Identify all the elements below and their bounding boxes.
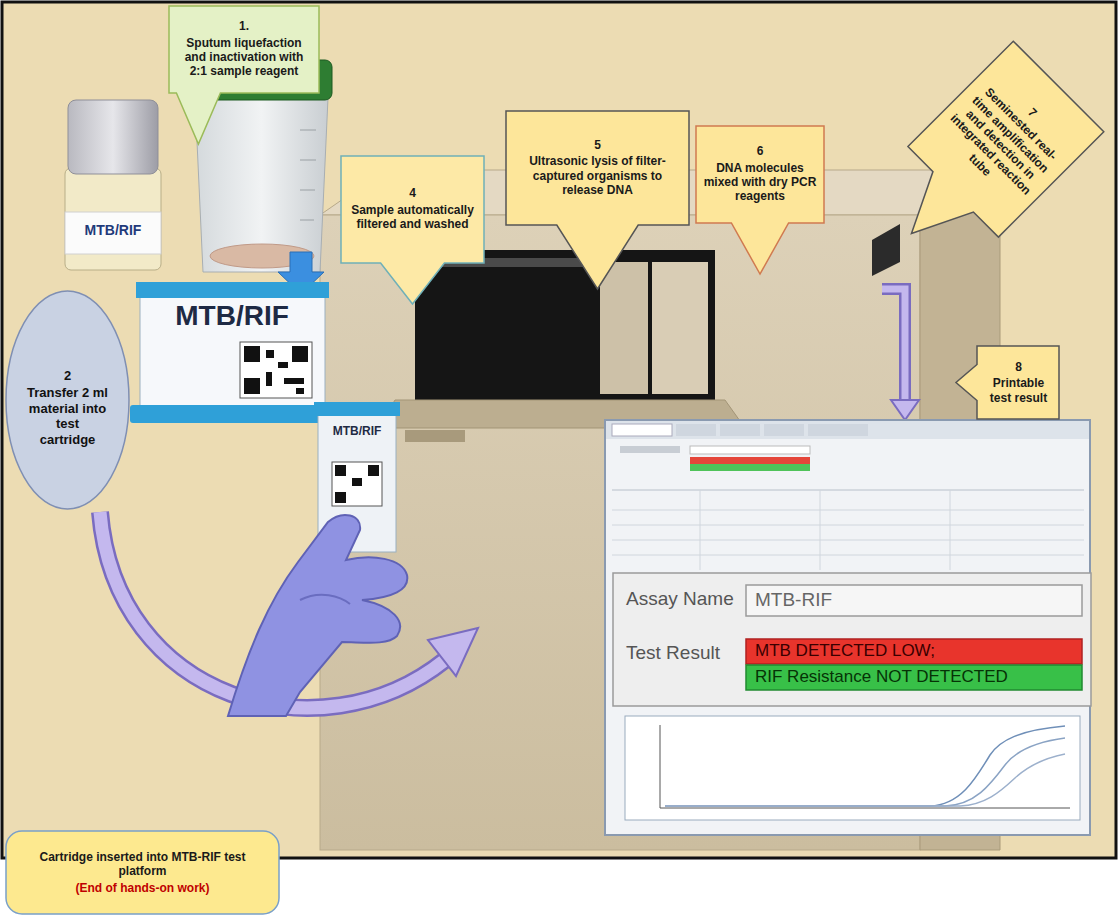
node-text-group: RIF Resistance NOT DETECTED [755, 667, 1075, 687]
step-text: RIF Resistance NOT DETECTED [755, 667, 1075, 687]
cartridge-label: MTB/RIF [142, 299, 322, 333]
frame [2, 2, 1116, 858]
step-text: (End of hands-on work) [15, 881, 270, 895]
reagent-bottle [65, 100, 161, 270]
node-content: 4Sample automatically filtered and washe… [348, 163, 477, 255]
node-text-group: 6DNA molecules mixed with dry PCR reagen… [703, 144, 817, 204]
step-callout: 4Sample automatically filtered and washe… [340, 155, 485, 305]
node-content: 8Printable test result [983, 351, 1054, 414]
result-negative: RIF Resistance NOT DETECTED [745, 664, 1083, 691]
step-callout: 8Printable test result [955, 345, 1060, 420]
node-text-group: 5Ultrasonic lysis of filter-captured org… [513, 138, 682, 198]
step-callout: 6DNA molecules mixed with dry PCR reagen… [695, 125, 825, 275]
cartridge-label: MTB/RIF [318, 424, 396, 438]
node-content: 2Transfer 2 ml material into test cartri… [27, 345, 108, 470]
cartridge-label: MTB/RIF [66, 222, 160, 239]
node-outline [613, 573, 1091, 706]
step-text: Printable test result [983, 376, 1054, 405]
step-ellipse: 2Transfer 2 ml material into test cartri… [5, 290, 130, 510]
hand-with-cartridge [228, 402, 407, 716]
node-outline [506, 111, 689, 289]
callout-number: 5 [513, 138, 682, 152]
step-text: Ultrasonic lysis of filter-captured orga… [513, 154, 682, 197]
node-text-group: MTB DETECTED LOW; [755, 641, 1075, 661]
node-outline [956, 346, 1059, 419]
node-outline [746, 665, 1082, 690]
callout-number: 4 [348, 186, 477, 200]
node-outline [6, 831, 279, 914]
panel-text: Assay Name [626, 588, 734, 611]
result-positive: MTB DETECTED LOW; [745, 638, 1083, 665]
callout-number: 6 [703, 144, 817, 158]
node-text-group: 1. Sputum liquefaction and inactivation w… [176, 19, 312, 79]
node-content: 5Ultrasonic lysis of filter-captured org… [513, 118, 682, 217]
panel-text: Test Result [626, 642, 720, 665]
step-text: Sputum liquefaction and inactivation wit… [176, 36, 312, 79]
node-content: MTB-RIF [755, 588, 1075, 613]
node-content: RIF Resistance NOT DETECTED [755, 666, 1075, 689]
step-callout: 5Ultrasonic lysis of filter-captured org… [505, 110, 690, 290]
result-panel: Assay NameTest Result MTB-RIF MTB DETECTED… [612, 572, 1092, 707]
node-outline [696, 126, 824, 274]
node-content: 6DNA molecules mixed with dry PCR reagen… [703, 133, 817, 215]
node-text-group: 4Sample automatically filtered and washe… [348, 186, 477, 231]
node-outline [866, 41, 1104, 279]
callout-number: 8 [983, 360, 1054, 374]
step-text: Cartridge inserted into MTB-RIF test pla… [15, 850, 270, 879]
node-text-group: 2Transfer 2 ml material into test cartri… [27, 368, 108, 448]
node-outline [169, 6, 319, 144]
step-text: Sample automatically filtered and washed [348, 203, 477, 232]
node-content: Cartridge inserted into MTB-RIF test pla… [15, 838, 270, 907]
node-shape [505, 110, 690, 290]
node-content: 1. Sputum liquefaction and inactivation w… [176, 13, 312, 85]
step-text: Transfer 2 ml material into test cartrid… [27, 385, 108, 447]
node-text-group: MTB-RIF [755, 589, 1075, 612]
node-text-group: Cartridge inserted into MTB-RIF test pla… [15, 850, 270, 895]
node-text-group: 8Printable test result [983, 360, 1054, 405]
step-text: MTB-RIF [755, 589, 1075, 612]
callout-number: 1. [176, 19, 312, 33]
step-text: MTB DETECTED LOW; [755, 641, 1075, 661]
note-box: Cartridge inserted into MTB-RIF test pla… [5, 830, 280, 915]
result-screenshot [605, 420, 1090, 835]
node-outline [746, 639, 1082, 664]
node-content: MTB DETECTED LOW; [755, 640, 1075, 663]
node-outline [341, 156, 484, 304]
callout-number: 2 [27, 368, 108, 384]
result-field: MTB-RIF [745, 584, 1083, 617]
test-cartridge [130, 252, 335, 423]
step-text: DNA molecules mixed with dry PCR reagent… [703, 161, 817, 204]
step-callout: 1. Sputum liquefaction and inactivation w… [168, 5, 320, 145]
node-outline [6, 291, 129, 509]
node-outline [746, 585, 1082, 616]
result-arrow [882, 289, 919, 420]
